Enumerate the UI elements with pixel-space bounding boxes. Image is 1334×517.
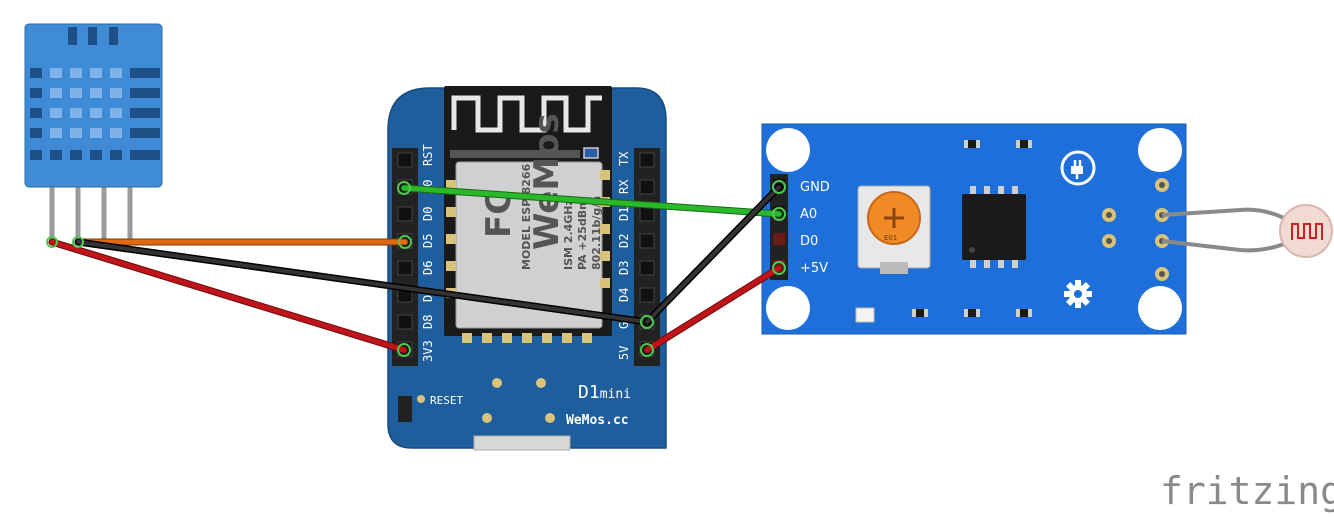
pin-label-g: G <box>617 322 631 329</box>
pin-label-d0: D0 <box>421 207 435 221</box>
pin-label-5v: 5V <box>617 346 631 360</box>
d1-mini-board: FC WeMos MODEL ESP-8266 ISM 2.4GHz PA +2… <box>387 86 667 451</box>
fritzing-watermark: fritzing <box>1160 469 1334 513</box>
board-name: D1mini <box>578 382 631 403</box>
shield-logo: WeMos <box>527 113 567 250</box>
power-led <box>855 307 875 323</box>
comparator-ic <box>962 186 1026 268</box>
ldr-module: GND A0 D0 +5V E01 <box>761 123 1187 335</box>
ldr-body <box>1279 204 1333 258</box>
board-name-main: D1 <box>578 382 600 403</box>
pin-label-d1: D1 <box>617 207 631 221</box>
pin-label-d5: D5 <box>421 234 435 248</box>
ldr-zigzag <box>1291 223 1323 240</box>
mount-hole-br <box>1138 286 1182 330</box>
shield-line-4: 802.11b/g/n <box>590 196 603 270</box>
ldr-lead-top <box>1161 207 1285 220</box>
reset-label: RESET <box>430 394 463 407</box>
shield-line-2: ISM 2.4GHz <box>562 199 575 270</box>
ldr-pin-gnd: GND <box>800 180 830 195</box>
board-brand: WeMos.cc <box>566 413 629 428</box>
pin-label-d3: D3 <box>617 261 631 275</box>
antenna-trace <box>451 95 602 133</box>
dht-grille <box>30 27 160 160</box>
plug-icon <box>1060 150 1096 186</box>
wires <box>48 183 783 354</box>
ldr-lead-bottom <box>1161 239 1285 253</box>
pin-label-rst: RST <box>421 144 435 166</box>
dht-sensor <box>24 23 163 245</box>
pin-label-tx: TX <box>617 151 631 166</box>
wire-endpoints <box>46 180 786 357</box>
ldr-pin-d0: D0 <box>800 234 818 249</box>
pin-label-d6: D6 <box>421 261 435 275</box>
led-indicator <box>583 147 599 159</box>
board-name-sub: mini <box>600 387 631 402</box>
photoresistor <box>1161 204 1333 258</box>
metal-shield <box>455 161 603 329</box>
pin-label-rx: RX <box>617 179 631 194</box>
shield-line-3: PA +25dBm <box>576 198 589 270</box>
mount-hole-tr <box>1138 128 1182 172</box>
pin-label-d2: D2 <box>617 234 631 248</box>
gear-icon <box>1064 280 1092 308</box>
ldr-pin-5v: +5V <box>800 261 828 276</box>
pin-label-d8: D8 <box>421 315 435 329</box>
reset-button[interactable] <box>398 396 412 422</box>
ldr-pin-a0: A0 <box>800 207 817 222</box>
shield-line-1: MODEL ESP-8266 <box>520 163 533 270</box>
usb-connector <box>473 435 571 451</box>
potentiometer[interactable]: E01 <box>857 185 931 274</box>
pin-label-3v3: 3V3 <box>421 340 435 362</box>
pin-label-d4: D4 <box>617 288 631 302</box>
dht-legs <box>49 185 133 245</box>
dht-body <box>24 23 163 188</box>
ldr-pads <box>1102 178 1169 281</box>
mount-hole-tl <box>766 128 810 172</box>
pot-label: E01 <box>884 234 897 242</box>
mount-hole-bl <box>766 286 810 330</box>
